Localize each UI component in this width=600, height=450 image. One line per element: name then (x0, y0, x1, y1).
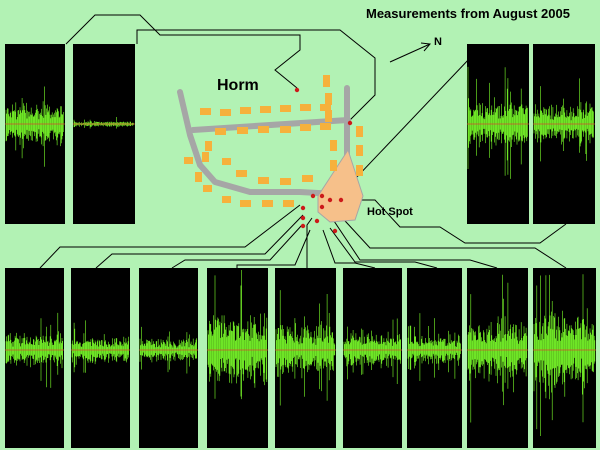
connector-line (334, 209, 567, 269)
waveform-panel (407, 268, 462, 448)
measurement-point (332, 228, 338, 234)
building (215, 128, 226, 135)
markers (294, 87, 353, 234)
waveform-panel (533, 44, 595, 224)
measurement-point (310, 193, 316, 199)
measurement-point (319, 204, 325, 210)
measurement-point (300, 223, 306, 229)
building (356, 126, 363, 137)
measurement-point (300, 215, 306, 221)
waveform-panel (275, 268, 336, 448)
building (283, 200, 294, 207)
connector-line (322, 229, 376, 269)
building (237, 127, 248, 134)
building (330, 160, 337, 171)
waveform-panel (73, 44, 135, 224)
measurement-point (327, 197, 333, 203)
connector-lines (39, 14, 567, 269)
building (200, 108, 211, 115)
building (325, 110, 332, 122)
building (260, 106, 271, 113)
building (323, 75, 330, 87)
connector-line (136, 29, 376, 121)
building (202, 152, 209, 162)
waveform-background (139, 268, 198, 448)
building (258, 177, 269, 184)
building (325, 93, 332, 105)
building (258, 126, 269, 133)
connector-line (329, 227, 438, 269)
building (300, 104, 311, 111)
connector-line (95, 214, 304, 269)
hot-spot-area (317, 148, 364, 223)
connector-line (65, 14, 301, 89)
measurement-point (314, 218, 320, 224)
building (203, 185, 212, 192)
building (236, 170, 247, 177)
north-arrow-icon (389, 42, 431, 63)
hot-spot-label: Hot Spot (367, 206, 413, 218)
building (356, 145, 363, 156)
measurement-point (347, 120, 353, 126)
building (280, 126, 291, 133)
connector-line (329, 214, 498, 269)
waveform-panel (5, 268, 64, 448)
waveform-background (71, 268, 130, 448)
building (330, 140, 337, 151)
building (240, 107, 251, 114)
building (320, 123, 331, 130)
waveform-panels (5, 44, 596, 448)
measurement-point (300, 205, 306, 211)
building (222, 158, 231, 165)
building (195, 172, 202, 182)
connector-line (39, 204, 301, 269)
building (356, 165, 363, 176)
connector-line (306, 217, 313, 268)
building (205, 141, 212, 151)
measurement-point (338, 197, 344, 203)
building (222, 196, 231, 203)
measurement-point (319, 193, 325, 199)
measurement-point (294, 87, 300, 93)
place-label: Horm (217, 77, 259, 94)
connector-line (236, 229, 311, 268)
waveform-panel (467, 44, 529, 224)
building (280, 105, 291, 112)
building (184, 157, 193, 164)
building (220, 109, 231, 116)
building (300, 124, 311, 131)
waveform-panel (139, 268, 198, 448)
buildings (184, 75, 363, 207)
building (302, 175, 313, 182)
building (240, 200, 251, 207)
building (320, 104, 331, 111)
waveform-panel (71, 268, 130, 448)
connector-line (345, 199, 567, 244)
building (280, 178, 291, 185)
waveform-panel (207, 268, 268, 448)
building (262, 200, 273, 207)
waveform-background (73, 44, 135, 224)
connector-line (334, 57, 471, 201)
waveform-panel (5, 44, 65, 224)
waveform-panel (467, 268, 528, 448)
connector-line (171, 224, 303, 269)
waveform-panel (533, 268, 596, 448)
waveform-panel (343, 268, 402, 448)
north-label: N (434, 36, 442, 48)
page-title: Measurements from August 2005 (366, 6, 570, 21)
